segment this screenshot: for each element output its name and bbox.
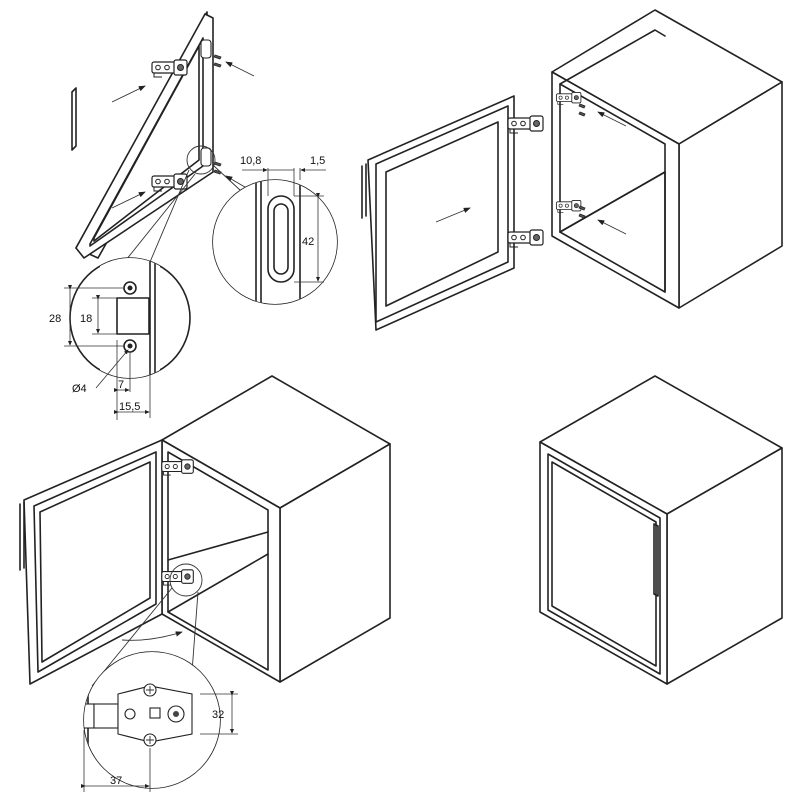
door-handle	[19, 501, 25, 571]
dim-frame-width: 10,8	[240, 155, 261, 167]
door-handle	[653, 523, 659, 597]
detail-marker-circle	[169, 563, 203, 597]
dim-edge-offset: 15,5	[119, 401, 140, 413]
dim-slot-height: 18	[80, 313, 92, 325]
door-outline	[75, 13, 214, 259]
lower-hinge-cup	[200, 147, 212, 167]
dim-hole-diameter: Ø4	[72, 383, 87, 395]
swing-arrow	[121, 631, 183, 641]
detail-hinge-plate: 32 37	[81, 651, 238, 792]
door-attach-view	[361, 9, 783, 331]
door-open	[23, 439, 163, 685]
insert-arrow-lower	[111, 191, 146, 209]
detail-screw-plate: 28 18 Ø4 7 15,5	[49, 257, 191, 420]
door-handle	[71, 87, 77, 151]
door-detached	[367, 95, 515, 331]
dim-edge-distance: 37	[110, 775, 122, 787]
upper-hinge-icon	[151, 59, 188, 78]
door-hinge-mounting-view	[71, 11, 255, 271]
attach-arrow	[435, 207, 471, 223]
door-closed	[547, 453, 661, 675]
insert-arrow-upper	[111, 85, 146, 103]
dim-slot-length: 42	[302, 236, 314, 248]
dim-hole-spacing: 28	[49, 313, 61, 325]
door-handle	[361, 163, 367, 219]
upper-hinge-cup	[200, 39, 212, 59]
hinge-adjust-view	[19, 375, 391, 687]
detail-marker-circle	[186, 145, 216, 175]
closed-cabinet-view	[539, 375, 783, 685]
detail-slot: 10,8 1,5 42	[212, 155, 338, 305]
cabinet-front	[551, 71, 680, 309]
dim-slot-offset: 7	[118, 379, 124, 391]
dim-plate-height: 32	[212, 709, 224, 721]
dim-frame-gap: 1,5	[310, 155, 325, 167]
